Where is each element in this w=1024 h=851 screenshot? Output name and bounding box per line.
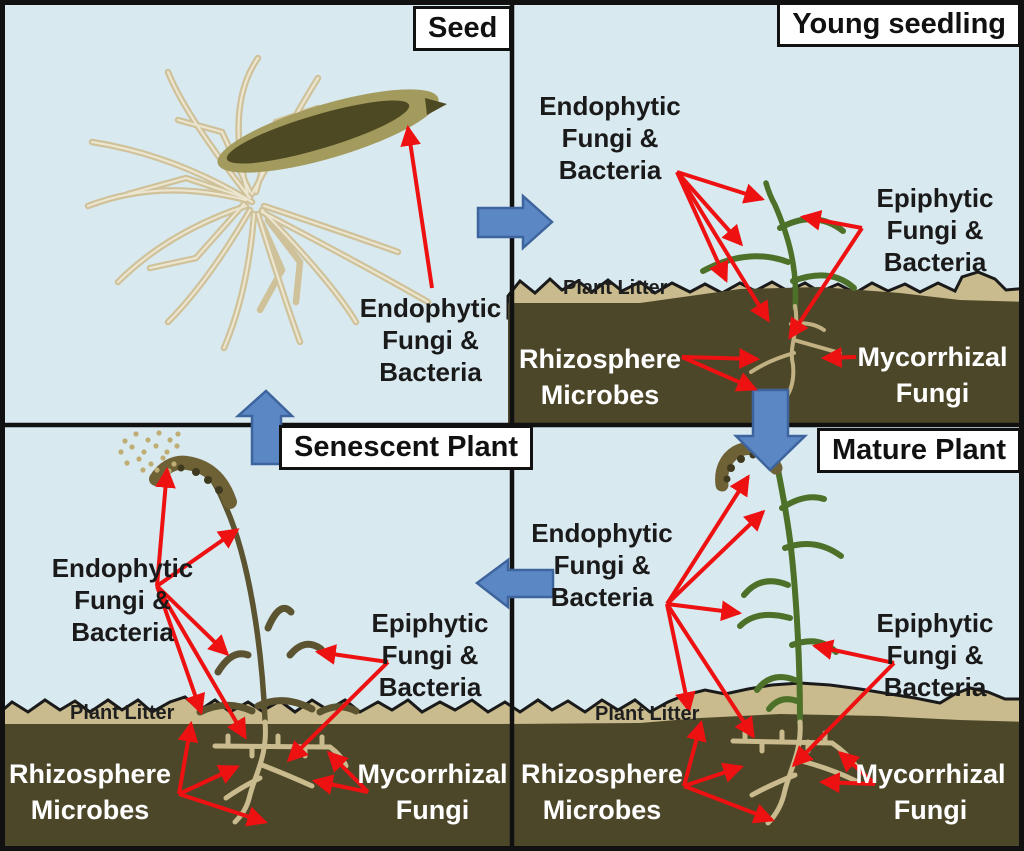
label-rhizosphere-mature: Rhizosphere Microbes: [520, 759, 684, 825]
label-epiphytic-young-seedling: Epiphytic Fungi & Bacteria: [876, 183, 994, 277]
label-mycorrhizal-mature: Mycorrhizal Fungi: [855, 759, 1006, 825]
cycle-arrow-right-icon: [476, 193, 554, 251]
label-endophytic-mature: Endophytic Fungi & Bacteria: [531, 518, 673, 612]
quadrant-title-seed: Seed: [413, 6, 513, 52]
label-mycorrhizal-young-seedling: Mycorrhizal Fungi: [857, 342, 1008, 408]
seed-body: [217, 89, 447, 173]
label-plant-litter-young-seedling: Plant Litter: [563, 277, 668, 299]
quadrant-title-senescent-plant: Senescent Plant: [279, 425, 534, 471]
cycle-arrow-down-icon: [732, 388, 809, 472]
label-epiphytic-senescent: Epiphytic Fungi & Bacteria: [371, 608, 489, 702]
label-plant-litter-mature: Plant Litter: [595, 703, 700, 725]
quadrant-title-young-seedling: Young seedling: [777, 2, 1021, 48]
red-annotation-arrows: [155, 124, 896, 827]
label-rhizosphere-young-seedling: Rhizosphere Microbes: [518, 344, 682, 410]
label-epiphytic-mature: Epiphytic Fungi & Bacteria: [876, 608, 994, 702]
label-endophytic-seed: Endophytic Fungi & Bacteria: [359, 293, 502, 387]
ground-young-seedling: [506, 270, 1024, 425]
label-endophytic-young-seedling: Endophytic Fungi & Bacteria: [539, 91, 681, 185]
seed-illustration: [84, 54, 447, 352]
quadrant-title-mature-plant: Mature Plant: [816, 428, 1021, 474]
cycle-arrow-left-icon: [474, 557, 555, 610]
label-plant-litter-senescent: Plant Litter: [70, 702, 175, 724]
label-rhizosphere-senescent: Rhizosphere Microbes: [8, 759, 172, 825]
label-endophytic-senescent: Endophytic Fungi & Bacteria: [51, 553, 194, 647]
label-mycorrhizal-senescent: Mycorrhizal Fungi: [357, 759, 508, 825]
